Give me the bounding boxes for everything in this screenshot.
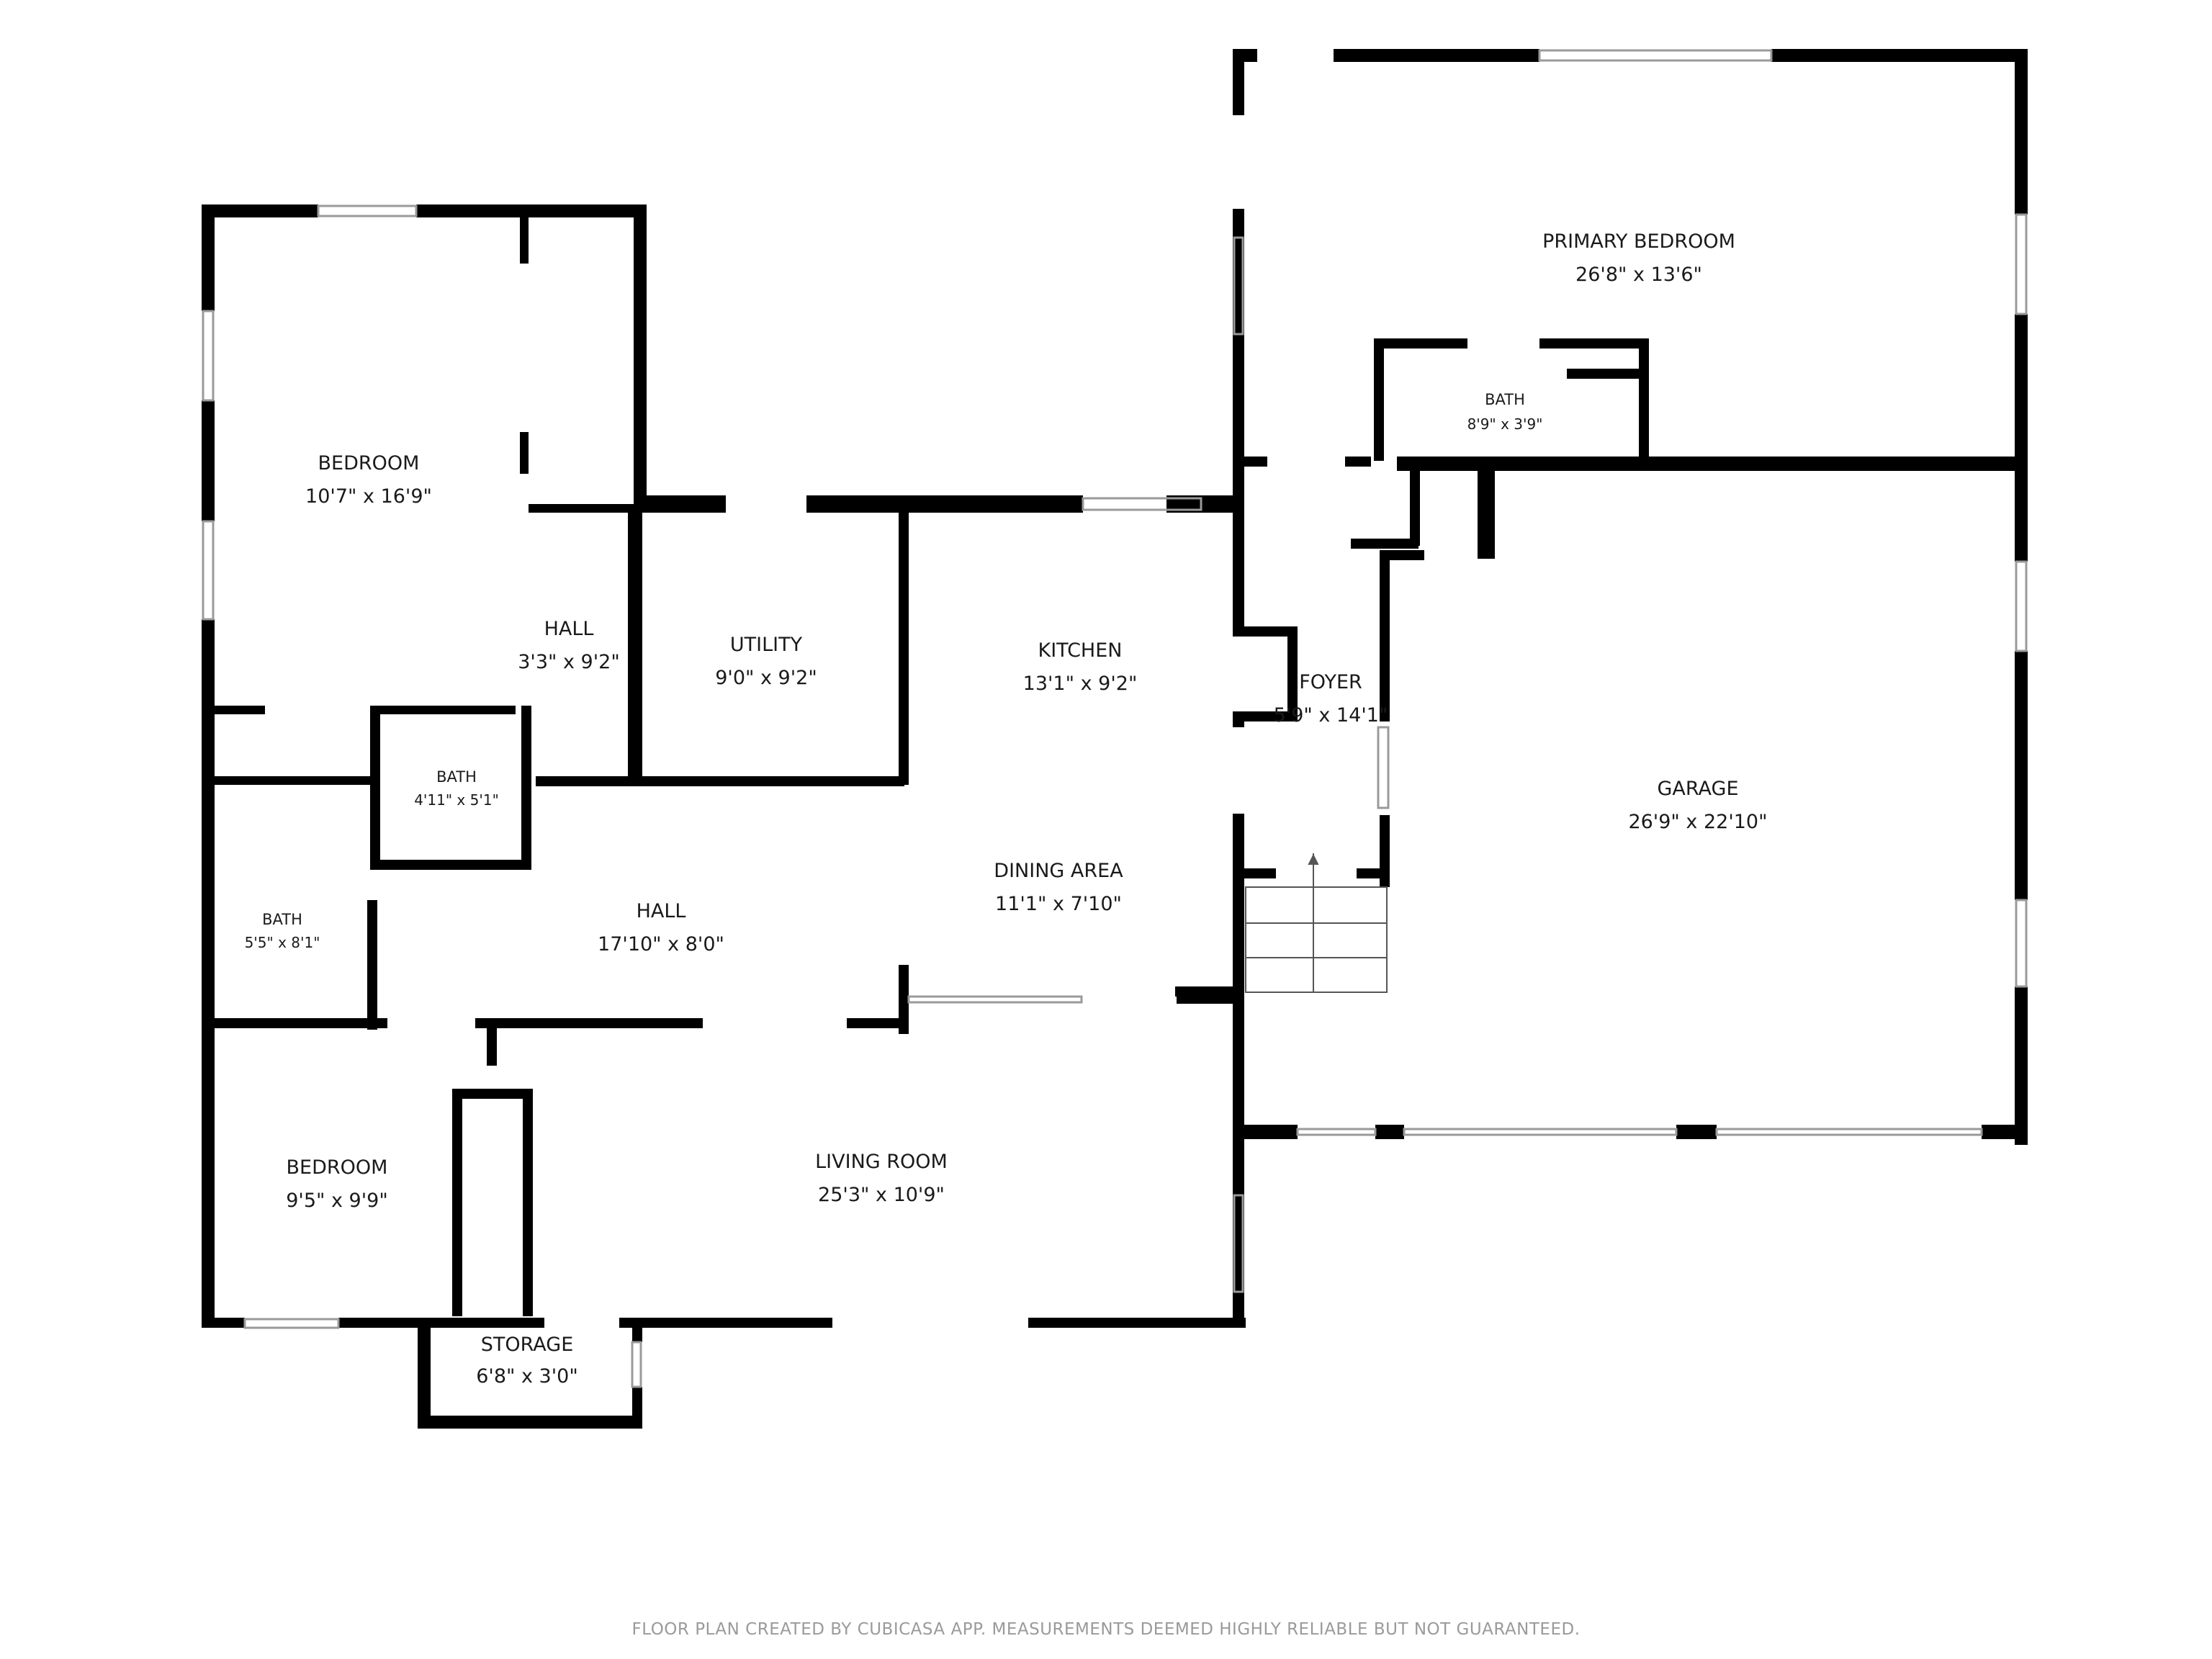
storage-name: STORAGE [481, 1334, 574, 1356]
storage-dims: 6'8" x 3'0" [476, 1365, 578, 1388]
bedroom-bottom-dims: 9'5" x 9'9" [286, 1190, 388, 1212]
utility-dims: 9'0" x 9'2" [715, 667, 817, 689]
primary-bedroom-name: PRIMARY BEDROOM [1542, 230, 1735, 253]
bath-small-name: BATH [436, 768, 477, 786]
bath-small-dims: 4'11" x 5'1" [414, 791, 499, 809]
living-room-name: LIVING ROOM [815, 1151, 948, 1173]
hall-small-dims: 3'3" x 9'2" [518, 651, 620, 673]
walls [202, 49, 2028, 1429]
hall-small-name: HALL [544, 618, 594, 640]
primary-bedroom-dims: 26'8" x 13'6" [1575, 264, 1702, 286]
dining-area-dims: 11'1" x 7'10" [995, 893, 1122, 915]
primary-bath-name: BATH [1485, 391, 1525, 408]
bath-left-dims: 5'5" x 8'1" [245, 934, 320, 951]
hall-main-dims: 17'10" x 8'0" [598, 933, 724, 956]
hall-main-name: HALL [637, 900, 686, 922]
kitchen-name: KITCHEN [1038, 639, 1123, 662]
living-room-dims: 25'3" x 10'9" [818, 1184, 945, 1206]
foyer-dims: 5'9" x 14'1" [1274, 704, 1388, 727]
bedroom-left-dims: 10'7" x 16'9" [305, 485, 432, 508]
window-markers [202, 49, 2028, 1388]
garage-dims: 26'9" x 22'10" [1628, 811, 1767, 833]
kitchen-dims: 13'1" x 9'2" [1023, 673, 1138, 695]
stairs [1245, 853, 1388, 993]
utility-name: UTILITY [730, 634, 803, 656]
room-labels: BEDROOM 10'7" x 16'9" HALL 3'3" x 9'2" U… [245, 230, 1768, 1388]
foyer-name: FOYER [1299, 671, 1362, 693]
garage-name: GARAGE [1657, 778, 1738, 800]
bedroom-left-name: BEDROOM [318, 452, 420, 475]
bedroom-bottom-name: BEDROOM [287, 1156, 388, 1179]
disclaimer-footer: FLOOR PLAN CREATED BY CUBICASA APP. MEAS… [631, 1620, 1581, 1639]
dining-area-name: DINING AREA [994, 860, 1123, 882]
primary-bath-dims: 8'9" x 3'9" [1467, 415, 1543, 433]
bath-left-name: BATH [262, 911, 302, 928]
